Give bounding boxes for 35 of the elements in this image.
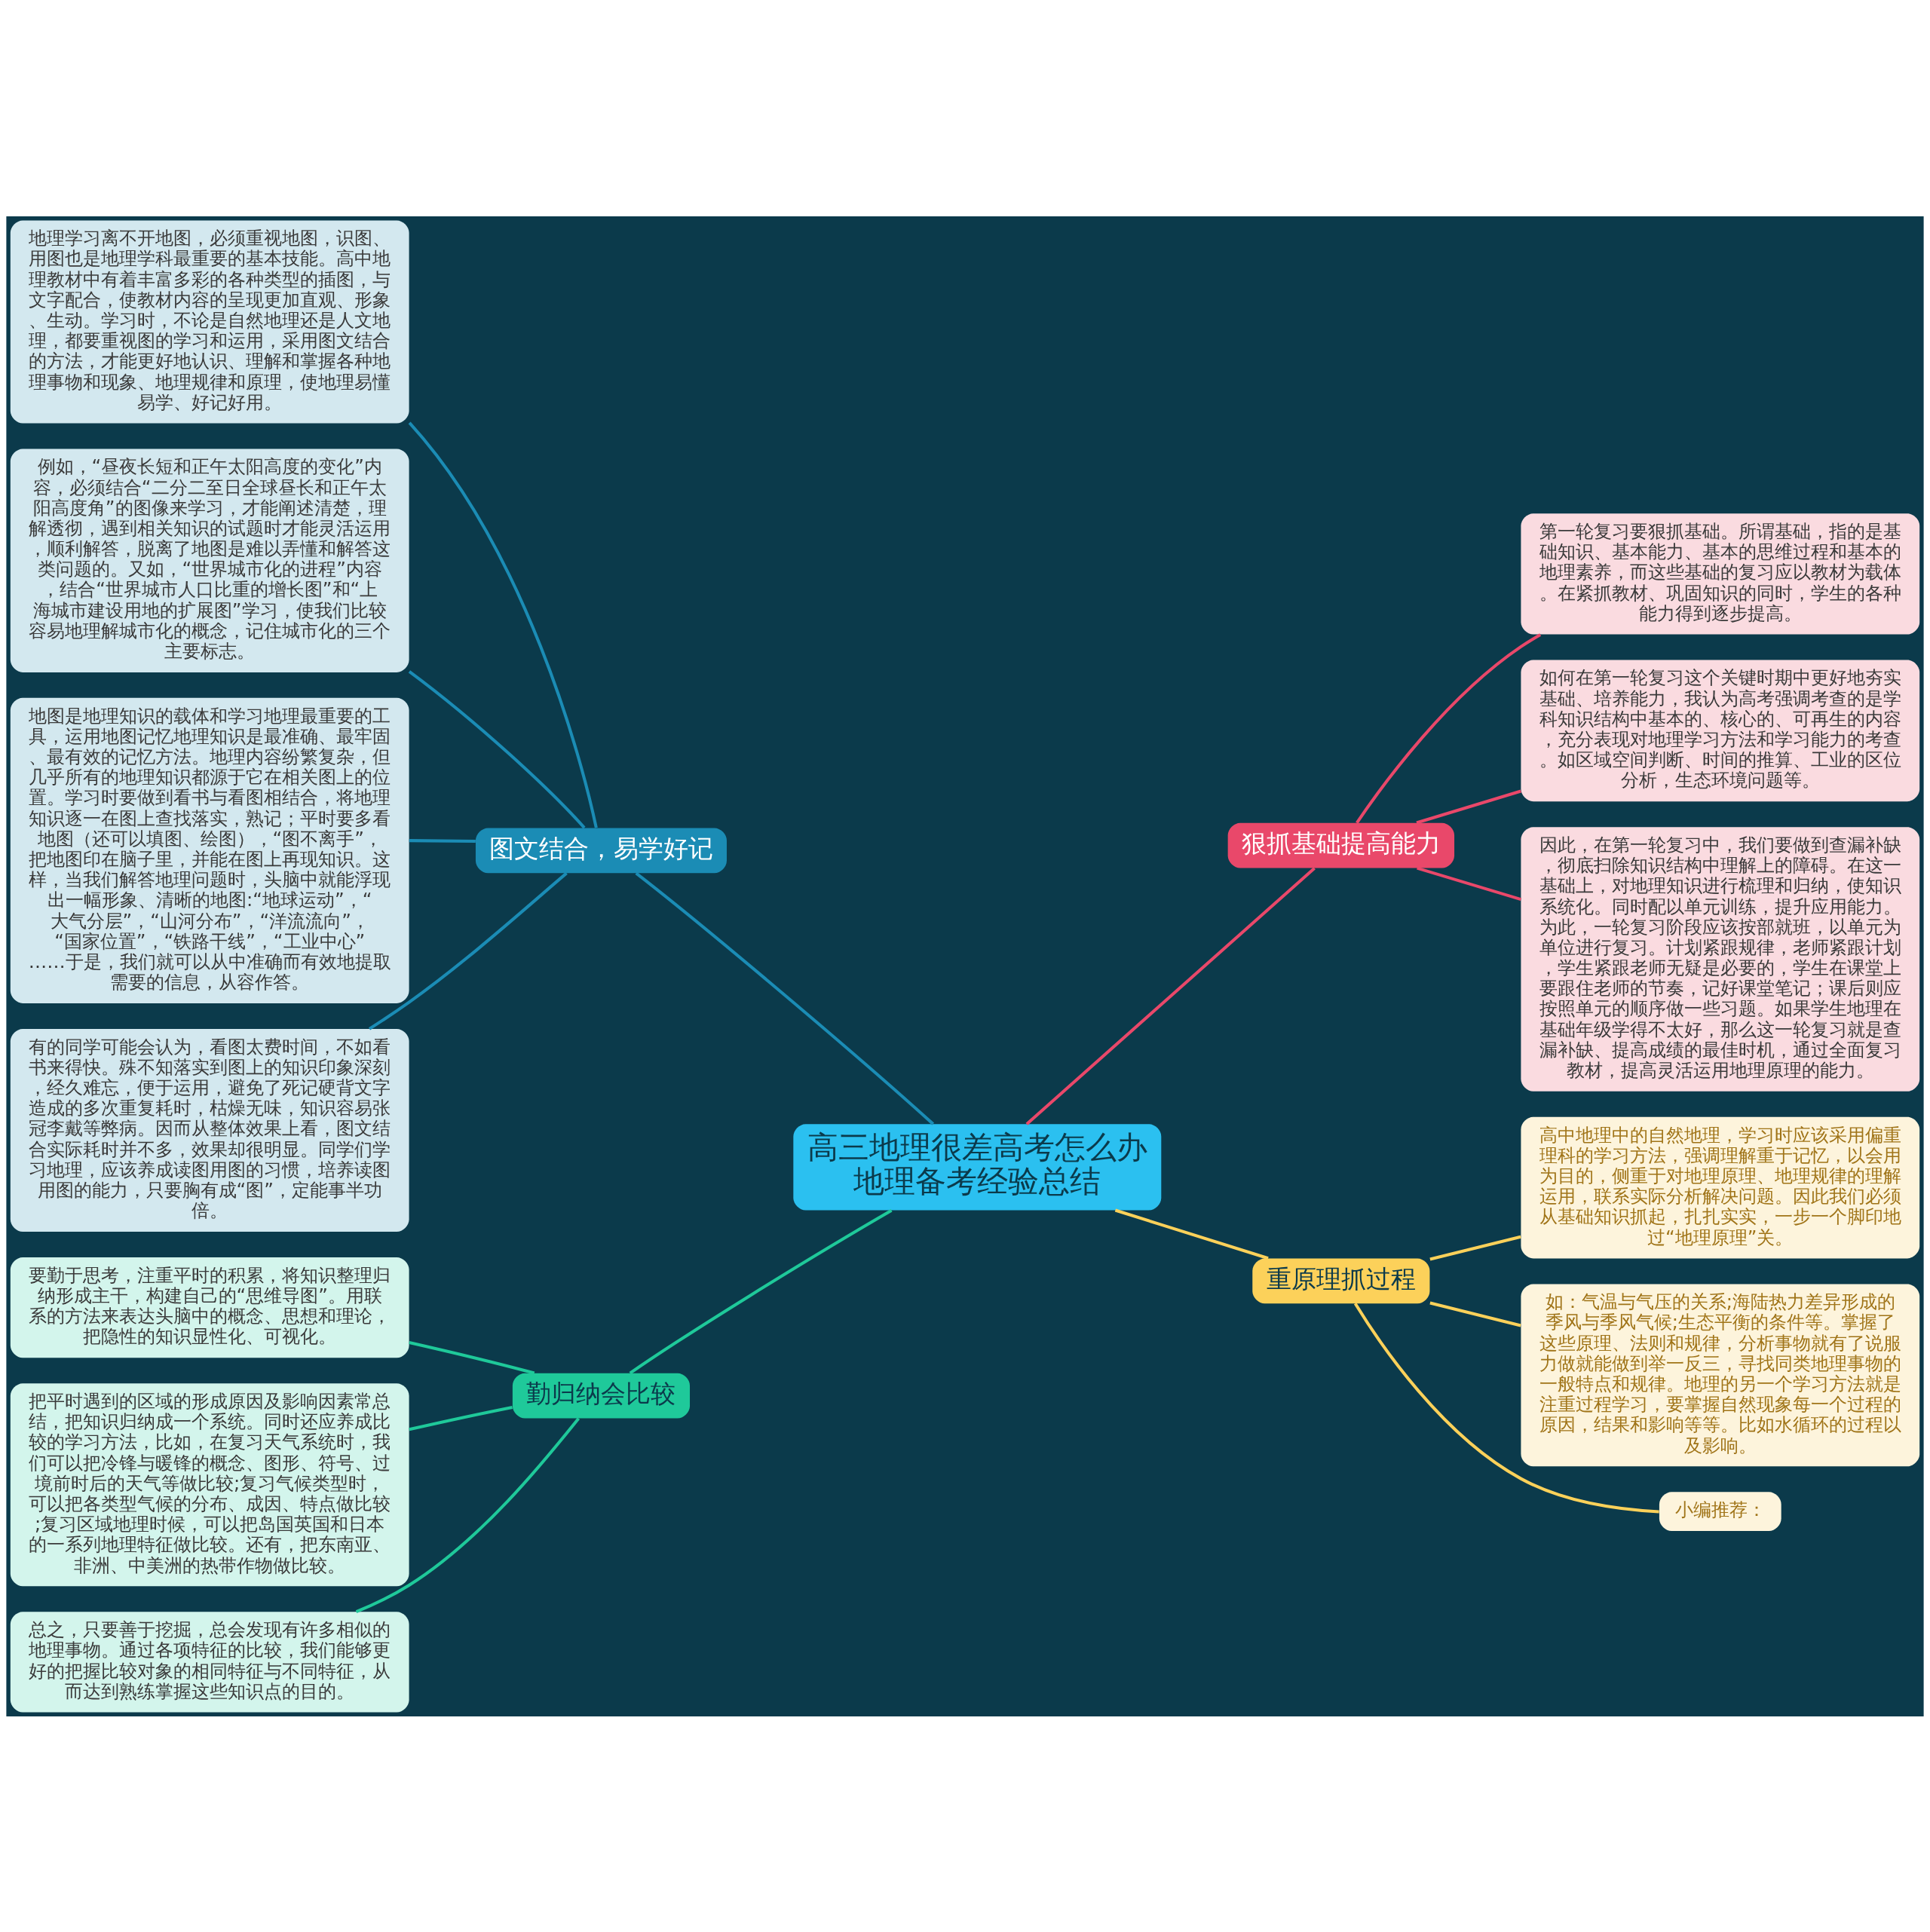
connector: [629, 1208, 893, 1374]
connector: [1114, 1208, 1269, 1260]
node-box: 要勤于思考，注重平时的积累，将知识整理归纳形成主干，构建自己的“思维导图”。用联系的方法来表达头脑中的概念、思想和理论，把隐性的知识显性化、可视化。: [10, 1257, 409, 1358]
connector: [635, 871, 935, 1125]
connector: [408, 669, 586, 829]
connector: [408, 421, 598, 828]
connector: [409, 1405, 513, 1431]
connector: [368, 871, 568, 1030]
node-box: 勤归纳会比较: [512, 1373, 691, 1418]
connector: [1429, 1235, 1521, 1260]
connector: [409, 838, 476, 843]
node-box: 第一轮复习要狠抓基础。所谓基础，指的是基础知识、基本能力、基本的思维过程和基本的地理素养，而这些基础的复习应以教材为载体。在紧抓教材、巩固知识的同时，学生的各种能力得到逐步提高。: [1521, 513, 1920, 635]
connector: [1417, 866, 1521, 901]
node-box: 重原理抓过程: [1252, 1257, 1430, 1303]
node-box: 有的同学可能会认为，看图太费时间，不如看书来得快。殊不知落实到图上的知识印象深刻，经久难忘，便于运用，避免了死记硬背文字造成的多次重复耗时，枯燥无味，知识容易张冠李戴等弊病。因而从整体效果上看，图文结合实际耗时并不多，效果却很明显。同学们学习地理，应该养成读图用图的习惯，培养读图用图的能力，只要胸有成“图”，定能事半功倍。: [10, 1028, 409, 1232]
node-box: 高三地理很差高考怎么办地理备考经验总结: [793, 1123, 1162, 1210]
node-box: 例如，“昼夜长短和正午太阳高度的变化”内容，必须结合“二分二至日全球昼长和正午太阳高度角”的图像来学习，才能阐述清楚，理解透彻，遇到相关知识的试题时才能灵活运用，顺利解答，脱离了地图是难以弄懂和解答这类问题的。又如，“世界城市化的进程”内容，结合“世界城市人口比重的增长图”和“上海城市建设用地的扩展图”学习，使我们比较容易地理解城市化的概念，记住城市化的三个主要标志。: [10, 449, 409, 672]
node-box: 小编推荐：: [1659, 1491, 1781, 1531]
node-box: 把平时遇到的区域的形成原因及影响因素常总结，把知识归纳成一个系统。同时还应养成比较的学习方法，比如，在复习天气系统时，我们可以把冷锋与暖锋的概念、图形、符号、过境前时后的天气等做比较;复习气候类型时，可以把各类型气候的分布、成因、特点做比较;复习区域地理时候，可以把岛国英国和日本的一系列地理特征做比较。还有，把东南亚、非洲、中美洲的热带作物做比较。: [10, 1382, 409, 1586]
node-box: 因此，在第一轮复习中，我们要做到查漏补缺，彻底扫除知识结构中理解上的障碍。在这一基础上，对地理知识进行梳理和归纳，使知识系统化。同时配以单元训练，提升应用能力。为此，一轮复习阶段应该按部就班，以单元为单位进行复习。计划紧跟规律，老师紧跟计划，学生紧跟老师无疑是必要的，学生在课堂上要跟住老师的节奏，记好课堂笔记；课后则应按照单元的顺序做一些习题。如果学生地理在基础年级学得不太好，那么这一轮复习就是查漏补缺、提高成绩的最佳时机，通过全面复习教材，提高灵活运用地理原理的能力。: [1521, 826, 1920, 1092]
node-box: 如何在第一轮复习这个关键时期中更好地夯实基础、培养能力，我认为高考强调考查的是学科知识结构中基本的、核心的、可再生的内容，充分表现对地理学习方法和学习能力的考查。如区域空间判断、时间的推算、工业的区位分析，生态环境问题等。: [1521, 660, 1920, 801]
connector: [409, 1340, 535, 1374]
connector: [1416, 788, 1521, 824]
node-box: 高中地理中的自然地理，学习时应该采用偏重理科的学习方法，强调理解重于记忆，以会用为目的，侧重于对地理原理、地理规律的理解运用，联系实际分析解决问题。因此我们必须从基础知识抓起，扎扎实实，一步一个脚印地过“地理原理”关。: [1521, 1116, 1920, 1258]
node-box: 总之，只要善于挖掘，总会发现有许多相似的地理事物。通过各项特征的比较，我们能够更好的把握比较对象的相同特征与不同特征，从而达到熟练掌握这些知识点的目的。: [10, 1611, 409, 1713]
node-box: 图文结合，易学好记: [475, 828, 727, 873]
node-box: 狠抓基础提高能力: [1227, 822, 1455, 868]
node-box: 如：气温与气压的关系;海陆热力差异形成的季风与季风气候;生态平衡的条件等。掌握了这些原理、法则和规律，分析事物就有了说服力做就能做到举一反三，寻找同类地理事物的一般特点和规律。地理的另一个学习方法就是注重过程学习，要掌握自然现象每一个过程的原因，结果和影响等等。比如水循环的过程以及影响。: [1521, 1283, 1920, 1466]
connector: [1353, 1302, 1659, 1513]
node-box: 地理学习离不开地图，必须重视地图，识图、用图也是地理学科最重要的基本技能。高中地理教材中有着丰富多彩的各种类型的插图，与文字配合，使教材内容的呈现更加直观、形象、生动。学习时，不论是自然地理还是人文地理，都要重视图的学习和运用，采用图文结合的方法，才能更好地认识、理解和掌握各种地理事物和现象、地理规律和原理，使地理易懂易学、好记好用。: [10, 219, 409, 424]
connector: [355, 1416, 581, 1613]
node-box: 地图是地理知识的载体和学习地理最重要的工具，运用地图记忆地理知识是最准确、最牢固、最有效的记忆方法。地理内容纷繁复杂，但几乎所有的地理知识都源于它在相关图上的位置。学习时要做到看书与看图相结合，将地理知识逐一在图上查找落实，熟记；平时要多看地图（还可以填图、绘图），“图不离手”，把地图印在脑子里，并能在图上再现知识。这样，当我们解答地理问题时，头脑中就能浮现出一幅形象、清晰的地图:“地球运动”，“大气分层”，“山河分布”，“洋流流向”，“国家位置”，“铁路干线”，“工业中心”……于是，我们就可以从中准确而有效地提取需要的信息，从容作答。: [10, 697, 409, 1003]
connector: [1356, 632, 1542, 824]
connector: [1429, 1300, 1521, 1327]
connector: [1025, 866, 1316, 1125]
